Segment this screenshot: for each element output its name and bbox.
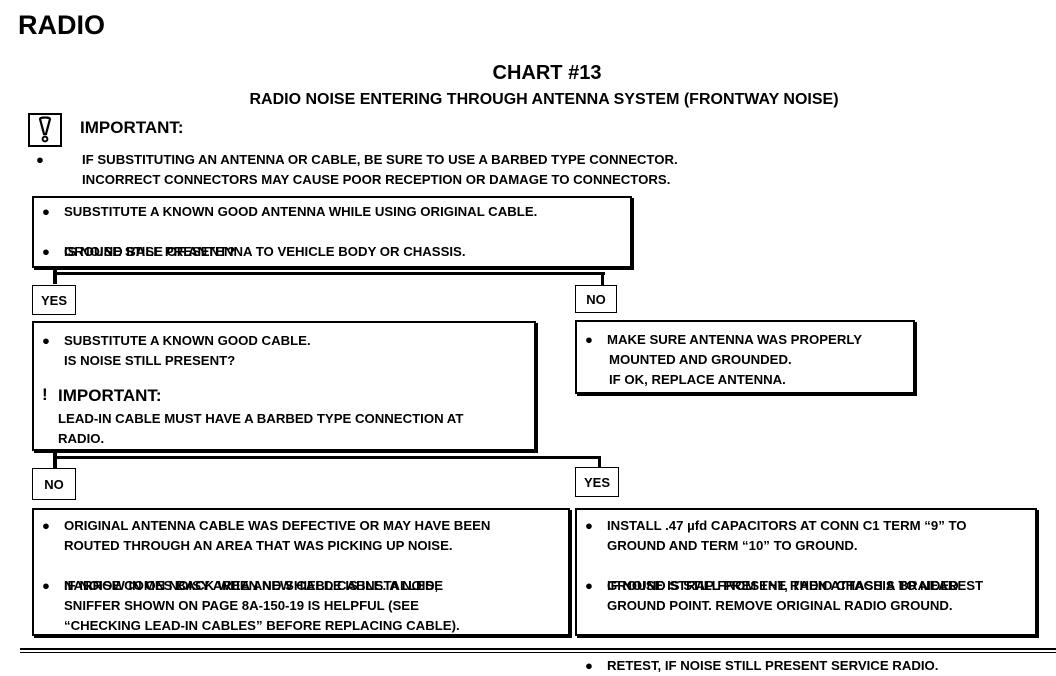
connector-line — [598, 456, 601, 468]
step-text: ORIGINAL ANTENNA CABLE WAS DEFECTIVE OR … — [64, 518, 491, 533]
exclamation-icon: ! — [42, 385, 48, 404]
step-text: “CHECKING LEAD-IN CABLES” BEFORE REPLACI… — [64, 618, 460, 633]
important-heading: IMPORTANT: — [80, 118, 184, 137]
step-text: GROUND STRAP FROM THE RADIO CHASSIS TO N… — [607, 578, 984, 593]
yes-label: YES — [32, 285, 76, 315]
important-line-2: RADIO. — [58, 431, 105, 446]
important-line-1: LEAD-IN CABLE MUST HAVE A BARBED TYPE CO… — [58, 411, 464, 426]
step-box-mounting: ● MAKE SURE ANTENNA WAS PROPERLY MOUNTED… — [575, 320, 915, 394]
chart-subtitle: RADIO NOISE ENTERING THROUGH ANTENNA SYS… — [249, 91, 839, 108]
step-box-defective-cable: ● ORIGINAL ANTENNA CABLE WAS DEFECTIVE O… — [32, 508, 570, 636]
bullet-icon: ● — [42, 244, 50, 259]
step-box-antenna: ● SUBSTITUTE A KNOWN GOOD ANTENNA WHILE … — [32, 196, 632, 268]
caution-icon — [28, 113, 62, 147]
list-item: ● SUBSTITUTE A KNOWN GOOD ANTENNA WHILE … — [38, 202, 634, 222]
connector-line — [53, 451, 57, 468]
step-text: IF NOISE COMES BACK WHEN NEW CABLE IS IN… — [64, 578, 439, 593]
step-text: GROUND POINT. REMOVE ORIGINAL RADIO GROU… — [607, 598, 953, 613]
no-label: NO — [32, 468, 76, 500]
list-item: ● MAKE SURE ANTENNA WAS PROPERLY — [581, 330, 917, 350]
step-text: IF NOISE IS STILL PRESENT, THEN ATTACH A… — [607, 578, 959, 593]
list-item: ● GROUND BASE OF ANTENNA TO VEHICLE BODY… — [38, 242, 634, 262]
step-text: NARROW IN ON NOISY AREA AND SHIELD CABLE… — [64, 578, 444, 593]
connector-line — [53, 272, 605, 275]
question-text: IS NOISE STILL PRESENT? — [64, 353, 236, 368]
step-text: INSTALL .47 µfd CAPACITORS AT CONN C1 TE… — [607, 518, 967, 533]
list-item: ● IF NOISE COMES BACK WHEN NEW CABLE IS … — [38, 576, 572, 596]
step-box-cable: ● SUBSTITUTE A KNOWN GOOD CABLE. IS NOIS… — [32, 321, 536, 451]
connector-line — [601, 272, 604, 286]
step-text: SNIFFER SHOWN ON PAGE 8A-150-19 IS HELPF… — [64, 598, 419, 613]
important-line-1: IF SUBSTITUTING AN ANTENNA OR CABLE, BE … — [82, 152, 678, 167]
footer-rule — [20, 648, 1056, 650]
step-text: GROUND BASE OF ANTENNA TO VEHICLE BODY O… — [64, 244, 466, 259]
bullet-icon: ● — [585, 658, 593, 673]
connector-line — [53, 268, 57, 284]
bullet-icon: ● — [585, 578, 593, 593]
step-box-capacitors: ● INSTALL .47 µfd CAPACITORS AT CONN C1 … — [575, 508, 1039, 673]
no-label: NO — [575, 285, 617, 313]
list-item: ● ORIGINAL ANTENNA CABLE WAS DEFECTIVE O… — [38, 516, 572, 536]
question-text: IS NOISE STILL PRESENT? — [64, 244, 236, 259]
bullet-icon: ● — [585, 518, 593, 533]
important-heading: IMPORTANT: — [58, 386, 162, 405]
step-text: SUBSTITUTE A KNOWN GOOD ANTENNA WHILE US… — [64, 204, 538, 219]
yes-label: YES — [575, 467, 619, 497]
bullet-icon: ● — [42, 578, 50, 593]
step-text: GROUND AND TERM “10” TO GROUND. — [607, 538, 858, 553]
list-item: ● INSTALL .47 µfd CAPACITORS AT CONN C1 … — [581, 516, 1039, 536]
chart-number: CHART #13 — [492, 62, 602, 84]
important-line-2: INCORRECT CONNECTORS MAY CAUSE POOR RECE… — [82, 172, 671, 187]
bullet-icon: ● — [36, 152, 44, 167]
step-text: ROUTED THROUGH AN AREA THAT WAS PICKING … — [64, 538, 453, 553]
section-title: RADIO — [18, 10, 105, 40]
footer-rule — [20, 652, 1056, 653]
list-item: ● IF NOISE IS STILL PRESENT, THEN ATTACH… — [581, 576, 1039, 596]
connector-line — [53, 456, 601, 459]
bullet-icon: ● — [42, 518, 50, 533]
step-text: MOUNTED AND GROUNDED. — [609, 352, 792, 367]
step-text: SUBSTITUTE A KNOWN GOOD CABLE. — [64, 333, 311, 348]
list-item: ● SUBSTITUTE A KNOWN GOOD CABLE. — [38, 331, 538, 351]
list-item: ● RETEST, IF NOISE STILL PRESENT SERVICE… — [581, 656, 1039, 676]
bullet-icon: ● — [42, 204, 50, 219]
step-text: RETEST, IF NOISE STILL PRESENT SERVICE R… — [607, 658, 939, 673]
step-text: IF OK, REPLACE ANTENNA. — [609, 372, 786, 387]
bullet-icon: ● — [42, 333, 50, 348]
step-text: MAKE SURE ANTENNA WAS PROPERLY — [607, 332, 862, 347]
bullet-icon: ● — [585, 332, 593, 347]
